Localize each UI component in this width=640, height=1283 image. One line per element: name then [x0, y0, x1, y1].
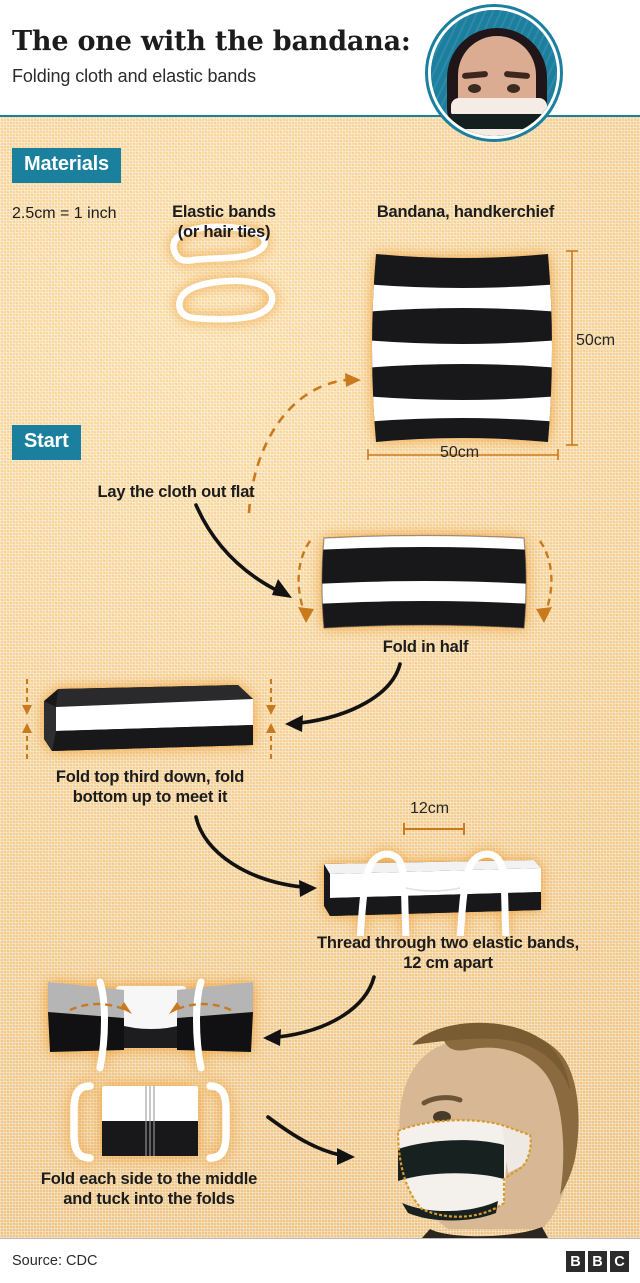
bandana-width-dimension: 50cm — [440, 444, 480, 461]
materials-section-badge: Materials — [12, 148, 121, 183]
woman-shoulders — [422, 1227, 548, 1238]
fold-sides-right-flap-top — [177, 982, 253, 1018]
elastic-band-1 — [170, 223, 268, 264]
header-portrait-avatar — [428, 7, 560, 139]
thread-strip-white-face — [330, 868, 541, 898]
fold-in-half-stripes — [322, 535, 526, 628]
bbc-logo: B B C — [566, 1251, 629, 1272]
finished-mask-illustration — [70, 1082, 230, 1162]
fold-sides-left-flap-black — [48, 1012, 124, 1052]
thread-strip-crease — [405, 887, 461, 892]
bandana-label: Bandana, handkerchief — [376, 203, 555, 221]
fold-sides-elastic-left — [96, 978, 108, 1072]
bbc-logo-letter-2: B — [588, 1251, 607, 1272]
bandana-stripes — [372, 254, 552, 442]
step-caption-fold-third-line1: Fold top third down, fold — [55, 768, 245, 786]
finished-mask-center-creases — [145, 1086, 155, 1156]
strip-left-edge — [44, 701, 56, 751]
elastic-loop-left — [356, 850, 410, 936]
finished-mask-elastic-right — [206, 1082, 230, 1162]
step-caption-lay-flat: Lay the cloth out flat — [97, 483, 255, 501]
step-caption-fold-half: Fold in half — [382, 638, 469, 656]
elastic-band-2 — [176, 277, 276, 323]
source-attribution: Source: CDC — [12, 1253, 98, 1269]
portrait-eye-left — [468, 84, 481, 93]
scale-note: 2.5cm = 1 inch — [12, 205, 117, 222]
woman-hair — [444, 1027, 579, 1195]
portrait-eye-right — [507, 84, 520, 93]
elastic-spacing-bracket — [403, 823, 465, 835]
arrow-fold-half-to-fold-third — [298, 662, 402, 725]
woman-eye — [433, 1111, 451, 1123]
elastic-bands-label-line2: (or hair ties) — [177, 223, 271, 241]
elastic-loop-right — [456, 850, 510, 936]
strip-white-face — [56, 699, 253, 731]
infographic-canvas: Materials Start 2.5cm = 1 inch Elastic b… — [0, 117, 640, 1238]
portrait-mask-stripe-white-bottom — [451, 129, 547, 136]
fold-in-half-illustration — [321, 534, 527, 629]
header-text-block: The one with the bandana: Folding cloth … — [12, 26, 422, 87]
fold-half-right-arrow-head — [536, 607, 552, 623]
elastic-bands-illustration — [170, 223, 276, 323]
fold-sides-right-flap-black — [177, 1012, 253, 1052]
footer: Source: CDC B B C — [0, 1238, 640, 1283]
final-result-photo — [396, 1022, 579, 1238]
start-section-badge: Start — [12, 425, 81, 460]
mask-ear-strap — [502, 1125, 531, 1173]
fold-third-direction-arrows — [22, 679, 276, 759]
bandana-height-dimension: 50cm — [576, 332, 616, 349]
header-divider — [0, 115, 640, 118]
fold-sides-elastic-right — [193, 978, 205, 1072]
arrow-lay-flat-head — [272, 579, 292, 598]
step-caption-thread-line1: Thread through two elastic bands, — [316, 934, 579, 952]
woman-eyebrow — [421, 1095, 463, 1106]
step-caption-fold-sides-line1: Fold each side to the middle — [40, 1170, 258, 1188]
fold-sides-illustration — [48, 978, 253, 1072]
arrow-fold-half-head — [285, 715, 303, 732]
finished-mask-elastic-left — [70, 1082, 94, 1162]
elastic-bands-label-line1: Elastic bands — [172, 203, 276, 221]
bbc-logo-letter-3: C — [610, 1251, 629, 1272]
page-subtitle: Folding cloth and elastic bands — [12, 66, 257, 87]
bandana-dimension-lines — [367, 250, 578, 460]
step-caption-thread-line2: 12 cm apart — [403, 954, 493, 972]
bbc-logo-letter-1: B — [566, 1251, 585, 1272]
fold-sides-center-black — [116, 1024, 186, 1048]
dashed-arrow-to-bandana-head — [345, 373, 361, 387]
mask-black-stripe — [398, 1140, 504, 1181]
thread-strip-bevel — [324, 860, 541, 874]
arrow-thread-head — [263, 1029, 281, 1046]
arrow-fold-third-to-thread — [194, 815, 304, 889]
fold-top-third-illustration — [44, 685, 253, 751]
woman-hair-top — [412, 1022, 570, 1091]
arrow-lay-flat-to-fold-half — [194, 503, 280, 593]
strip-black-face — [52, 725, 253, 751]
page-title: The one with the bandana: — [12, 26, 411, 57]
fold-sides-left-flap-top — [48, 982, 124, 1018]
elastic-spacing-dimension: 12cm — [410, 800, 450, 817]
thread-strip-black-face — [330, 892, 541, 916]
mask-outline-highlight — [396, 1119, 532, 1218]
step-caption-fold-third-line2: bottom up to meet it — [72, 788, 228, 806]
strip-top-bevel — [56, 685, 253, 707]
portrait-mask-stripe-black — [451, 114, 547, 130]
arrow-fold-third-head — [299, 880, 317, 897]
bandana-illustration — [372, 254, 552, 442]
portrait-mask-stripe-white-top — [451, 98, 547, 115]
thread-elastic-illustration — [324, 850, 541, 936]
step-caption-fold-sides-line2: and tuck into the folds — [63, 1190, 235, 1208]
arrow-fold-sides-to-result — [266, 1115, 342, 1157]
fold-half-left-arrow-head — [298, 607, 314, 623]
